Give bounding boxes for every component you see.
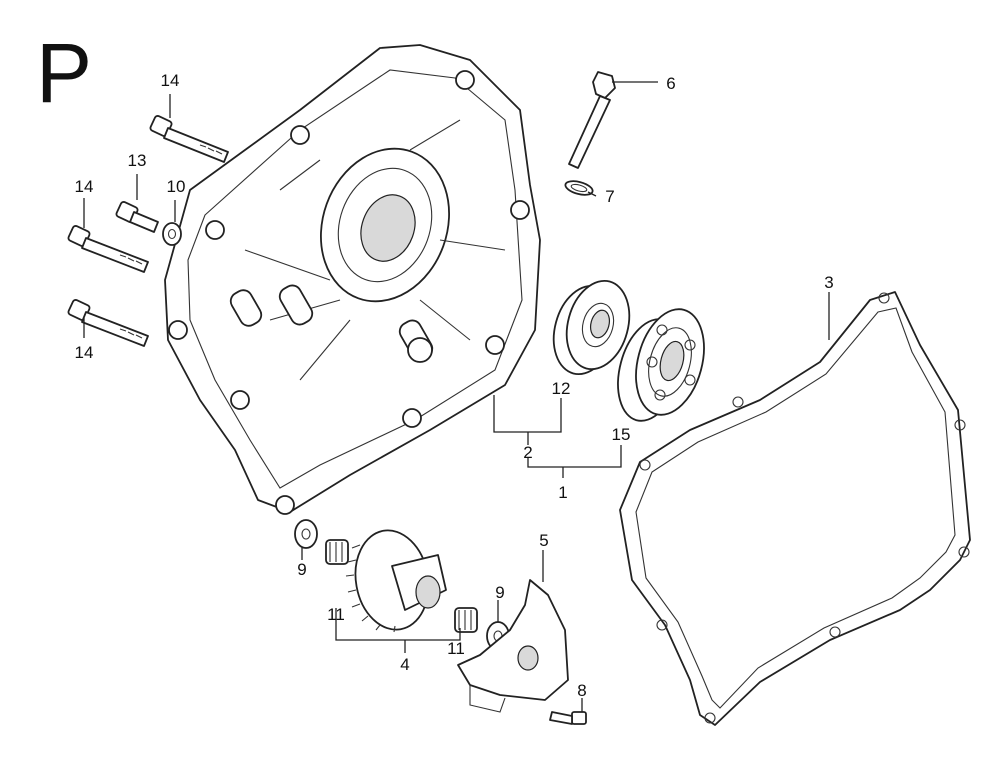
callout-14-middle: 14	[75, 177, 94, 196]
callout-4: 4	[400, 655, 409, 674]
washer-9-left	[294, 519, 318, 549]
callout-14-bottom: 14	[75, 343, 94, 362]
ball-bearing-15	[617, 308, 705, 422]
leader-lines	[83, 81, 830, 712]
gasket-3	[619, 291, 971, 726]
callout-7: 7	[605, 187, 614, 206]
callout-15: 15	[612, 425, 631, 444]
callout-12: 12	[552, 379, 571, 398]
needle-bearing-11-left	[325, 539, 349, 565]
callout-11-left: 11	[327, 605, 345, 624]
flange-bolt-13	[115, 201, 159, 233]
callout-5: 5	[539, 531, 548, 550]
oil-seal-12	[552, 279, 631, 376]
reduction-gear-4	[345, 529, 447, 633]
section-letter: P	[36, 26, 92, 120]
crankcase-cover	[164, 44, 541, 515]
flange-bolt-8	[549, 711, 587, 725]
callout-14-top: 14	[161, 71, 180, 90]
callout-labels: 14 13 10 14 14 6 7 3 12 15 2 1 9 5 9 11 …	[75, 71, 834, 700]
callout-9-right: 9	[495, 583, 504, 602]
washer-10	[162, 222, 182, 246]
flange-bolt-14-bottom	[67, 299, 149, 347]
o-ring-7	[564, 180, 594, 196]
callout-3: 3	[824, 273, 833, 292]
callout-10: 10	[167, 177, 186, 196]
oil-level-gauge-6	[568, 71, 616, 169]
callout-6: 6	[666, 74, 675, 93]
bracket-5	[457, 579, 569, 713]
flange-bolt-14-top	[149, 115, 229, 163]
callout-13: 13	[128, 151, 147, 170]
callout-11-right: 11	[447, 639, 465, 658]
flange-bolt-14-middle	[67, 225, 149, 273]
callout-9-left: 9	[297, 560, 306, 579]
callout-8: 8	[577, 681, 586, 700]
callout-1: 1	[558, 483, 567, 502]
callout-2: 2	[523, 443, 532, 462]
needle-bearing-11-right	[454, 607, 478, 633]
